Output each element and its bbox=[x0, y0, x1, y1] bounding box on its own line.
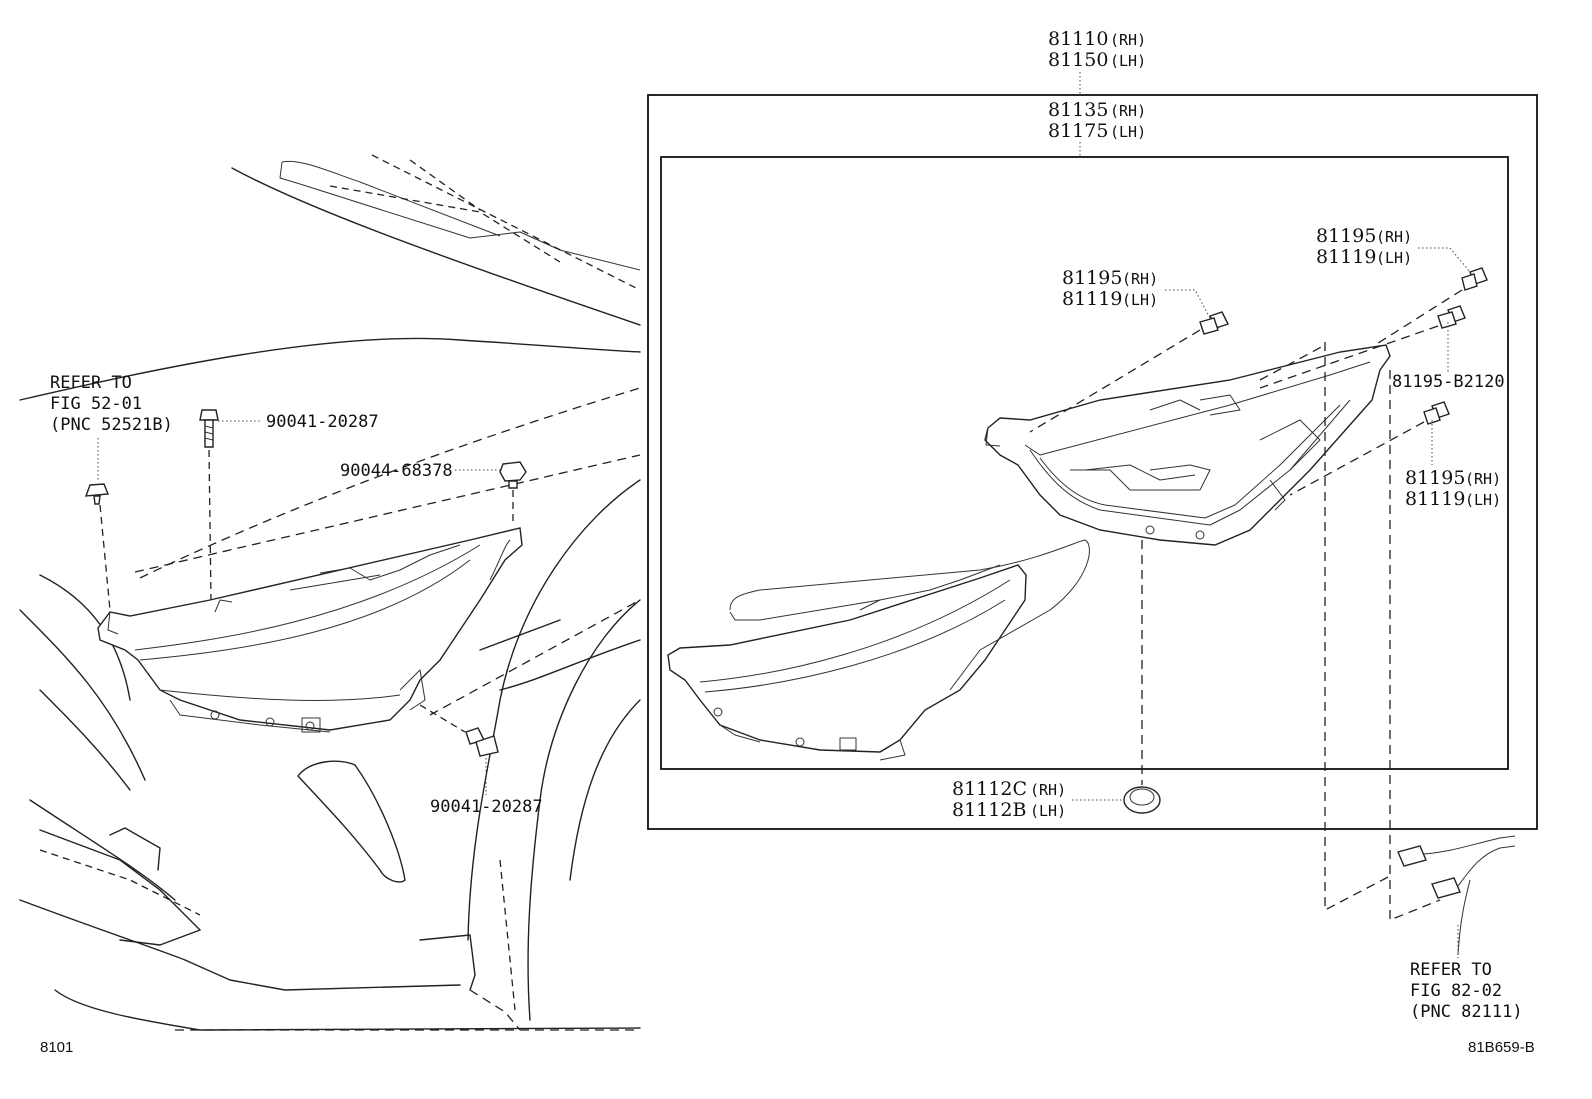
callout-nut: 90044-68378 bbox=[340, 461, 453, 481]
callout-cap-rh: 81112C bbox=[952, 778, 1027, 800]
svg-text:FIG 82-02: FIG 82-02 bbox=[1410, 981, 1502, 1001]
callout-screw-d: 81195-B2120 bbox=[1392, 372, 1505, 392]
screw-c-axis-line bbox=[1289, 421, 1425, 496]
screw-b bbox=[1461, 267, 1488, 291]
callout-unit-lh: 81175 bbox=[1048, 120, 1108, 142]
callout-screw-b-rh-side: (RH) bbox=[1376, 228, 1412, 246]
svg-text:81175: 81175 bbox=[1048, 120, 1108, 142]
svg-text:(LH): (LH) bbox=[1465, 491, 1501, 509]
bolt-bottom-axis-line bbox=[419, 704, 466, 733]
refer-left-line2: FIG 52-01 bbox=[50, 394, 142, 414]
callout-assy-rh: 81110 bbox=[1048, 28, 1108, 50]
callout-screw-b-rh: 81195 bbox=[1316, 225, 1376, 247]
callout-bolt-top: 90041-20287 bbox=[266, 412, 379, 432]
svg-text:REFER TO: REFER TO bbox=[1410, 960, 1492, 980]
bolt-top-left bbox=[199, 409, 219, 448]
svg-text:81150: 81150 bbox=[1048, 49, 1108, 71]
refer-left-line3: (PNC 52521B) bbox=[50, 415, 173, 435]
callout-cap-lh: 81112B bbox=[952, 799, 1026, 821]
headlamp-installed bbox=[97, 527, 523, 733]
unit-box bbox=[660, 156, 1509, 770]
bolt-bottom-left bbox=[465, 727, 499, 757]
callout-screw-c-lh: 81119 bbox=[1405, 488, 1465, 510]
screw-a bbox=[1199, 311, 1229, 335]
vehicle-body-outline bbox=[19, 154, 641, 1031]
callout-screw-c-lh-side: (LH) bbox=[1465, 491, 1501, 509]
footer-right-code: 81B659-B bbox=[1468, 1039, 1535, 1056]
svg-text:90041-20287: 90041-20287 bbox=[266, 412, 379, 432]
svg-text:(LH): (LH) bbox=[1110, 123, 1146, 141]
callout-screw-a-rh-side: (RH) bbox=[1122, 270, 1158, 288]
svg-text:(LH): (LH) bbox=[1122, 291, 1158, 309]
headlamp-housing-exploded bbox=[984, 344, 1391, 546]
svg-text:81110: 81110 bbox=[1048, 28, 1108, 50]
svg-text:(RH): (RH) bbox=[1110, 31, 1146, 49]
screw-b-axis-line bbox=[1374, 289, 1463, 346]
svg-text:81B659-B: 81B659-B bbox=[1468, 1039, 1535, 1056]
svg-text:90044-68378: 90044-68378 bbox=[340, 461, 453, 481]
headlamp-lens-exploded bbox=[667, 539, 1090, 761]
svg-text:81195: 81195 bbox=[1405, 467, 1465, 489]
svg-text:(LH): (LH) bbox=[1376, 249, 1412, 267]
connector-axis-line-2 bbox=[1389, 370, 1441, 921]
nut-left bbox=[499, 461, 527, 489]
callout-unit-rh-side: (RH) bbox=[1110, 102, 1146, 120]
bolt-top-axis-line bbox=[208, 449, 212, 601]
svg-text:(RH): (RH) bbox=[1030, 781, 1066, 799]
callout-unit-rh: 81135 bbox=[1048, 99, 1108, 121]
callout-screw-a-rh: 81195 bbox=[1062, 267, 1122, 289]
svg-text:FIG 52-01: FIG 52-01 bbox=[50, 394, 142, 414]
svg-text:90041-20287: 90041-20287 bbox=[430, 797, 543, 817]
svg-text:(RH): (RH) bbox=[1376, 228, 1412, 246]
svg-text:(PNC 82111): (PNC 82111) bbox=[1410, 1002, 1523, 1022]
callout-screw-c-rh-side: (RH) bbox=[1465, 470, 1501, 488]
callout-cap-lh-side: (LH) bbox=[1030, 802, 1066, 820]
svg-text:(RH): (RH) bbox=[1122, 270, 1158, 288]
svg-text:(PNC 52521B): (PNC 52521B) bbox=[50, 415, 173, 435]
svg-text:81119: 81119 bbox=[1405, 488, 1465, 510]
callout-screw-b-lh: 81119 bbox=[1316, 246, 1376, 268]
callout-screw-a-lh-side: (LH) bbox=[1122, 291, 1158, 309]
svg-text:81195-B2120: 81195-B2120 bbox=[1392, 372, 1505, 392]
screw-d-axis-line bbox=[1259, 325, 1439, 389]
svg-text:81195: 81195 bbox=[1316, 225, 1376, 247]
svg-text:(RH): (RH) bbox=[1465, 470, 1501, 488]
footer-left-code: 8101 bbox=[40, 1039, 73, 1056]
wiring-connector bbox=[1397, 835, 1516, 956]
refer-right-line1: REFER TO bbox=[1410, 960, 1492, 980]
svg-text:81195: 81195 bbox=[1062, 267, 1122, 289]
callout-cap-rh-side: (RH) bbox=[1030, 781, 1066, 799]
connector-axis-line-1 bbox=[1324, 342, 1393, 912]
svg-text:81112B: 81112B bbox=[952, 799, 1026, 821]
screw-a-axis-line bbox=[1029, 329, 1201, 433]
callout-bolt-bottom: 90041-20287 bbox=[430, 797, 543, 817]
clip-left bbox=[84, 483, 109, 505]
svg-text:81119: 81119 bbox=[1316, 246, 1376, 268]
svg-text:81119: 81119 bbox=[1062, 288, 1122, 310]
callout-assy-rh-side: (RH) bbox=[1110, 31, 1146, 49]
svg-text:(RH): (RH) bbox=[1110, 102, 1146, 120]
cap bbox=[1123, 786, 1161, 814]
screw-d bbox=[1437, 305, 1466, 329]
callout-assy-lh: 81150 bbox=[1048, 49, 1108, 71]
callout-assy-lh-side: (LH) bbox=[1110, 52, 1146, 70]
refer-right-line2: FIG 82-02 bbox=[1410, 981, 1502, 1001]
svg-text:81135: 81135 bbox=[1048, 99, 1108, 121]
svg-text:REFER TO: REFER TO bbox=[50, 373, 132, 393]
svg-text:8101: 8101 bbox=[40, 1039, 73, 1056]
svg-text:(LH): (LH) bbox=[1030, 802, 1066, 820]
refer-right-line3: (PNC 82111) bbox=[1410, 1002, 1523, 1022]
screw-c bbox=[1423, 401, 1450, 425]
callout-screw-a-lh: 81119 bbox=[1062, 288, 1122, 310]
refer-left-line1: REFER TO bbox=[50, 373, 132, 393]
svg-text:81112C: 81112C bbox=[952, 778, 1027, 800]
svg-text:(LH): (LH) bbox=[1110, 52, 1146, 70]
assembly-box bbox=[647, 94, 1538, 830]
callout-screw-b-lh-side: (LH) bbox=[1376, 249, 1412, 267]
callout-screw-c-rh: 81195 bbox=[1405, 467, 1465, 489]
clip-axis-line bbox=[99, 504, 111, 611]
callout-unit-lh-side: (LH) bbox=[1110, 123, 1146, 141]
